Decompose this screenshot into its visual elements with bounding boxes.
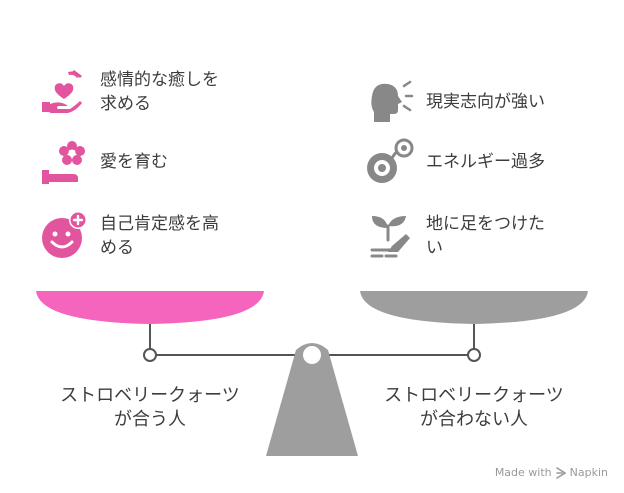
left-pan-joint [143, 348, 157, 362]
left-item-self-esteem: 自己肯定感を高める [38, 210, 219, 262]
gauge-icon [364, 136, 416, 188]
left-item-emotional-healing: 感情的な癒しを求める [38, 66, 219, 118]
napkin-logo-icon [555, 466, 566, 479]
hand-flower-icon [38, 136, 90, 188]
left-caption: ストロベリークォーツ が合う人 [60, 385, 240, 430]
right-pan-joint [467, 348, 481, 362]
scale-fulcrum [266, 343, 358, 456]
right-item-label: エネルギー過多 [426, 152, 545, 172]
plant-hand-icon [364, 210, 416, 262]
left-pan [36, 291, 264, 324]
right-pan [360, 291, 588, 324]
right-item-energy: エネルギー過多 [364, 136, 545, 188]
left-item-label: 感情的な癒しを求める [100, 70, 219, 114]
fulcrum-pivot [303, 346, 321, 364]
right-caption: ストロベリークォーツ が合わない人 [384, 385, 564, 430]
right-item-grounded: 地に足をつけたい [364, 210, 545, 262]
head-thinking-icon [364, 76, 416, 128]
left-item-nurture-love: 愛を育む [38, 136, 168, 188]
right-item-label: 地に足をつけたい [426, 214, 545, 258]
left-item-label: 愛を育む [100, 152, 168, 172]
napkin-watermark: Made with Napkin [494, 466, 608, 479]
left-item-label: 自己肯定感を高める [100, 214, 219, 258]
right-item-label: 現実志向が強い [426, 92, 545, 112]
smile-plus-icon [38, 210, 90, 262]
right-item-realistic: 現実志向が強い [364, 76, 545, 128]
hand-heart-icon [38, 66, 90, 118]
